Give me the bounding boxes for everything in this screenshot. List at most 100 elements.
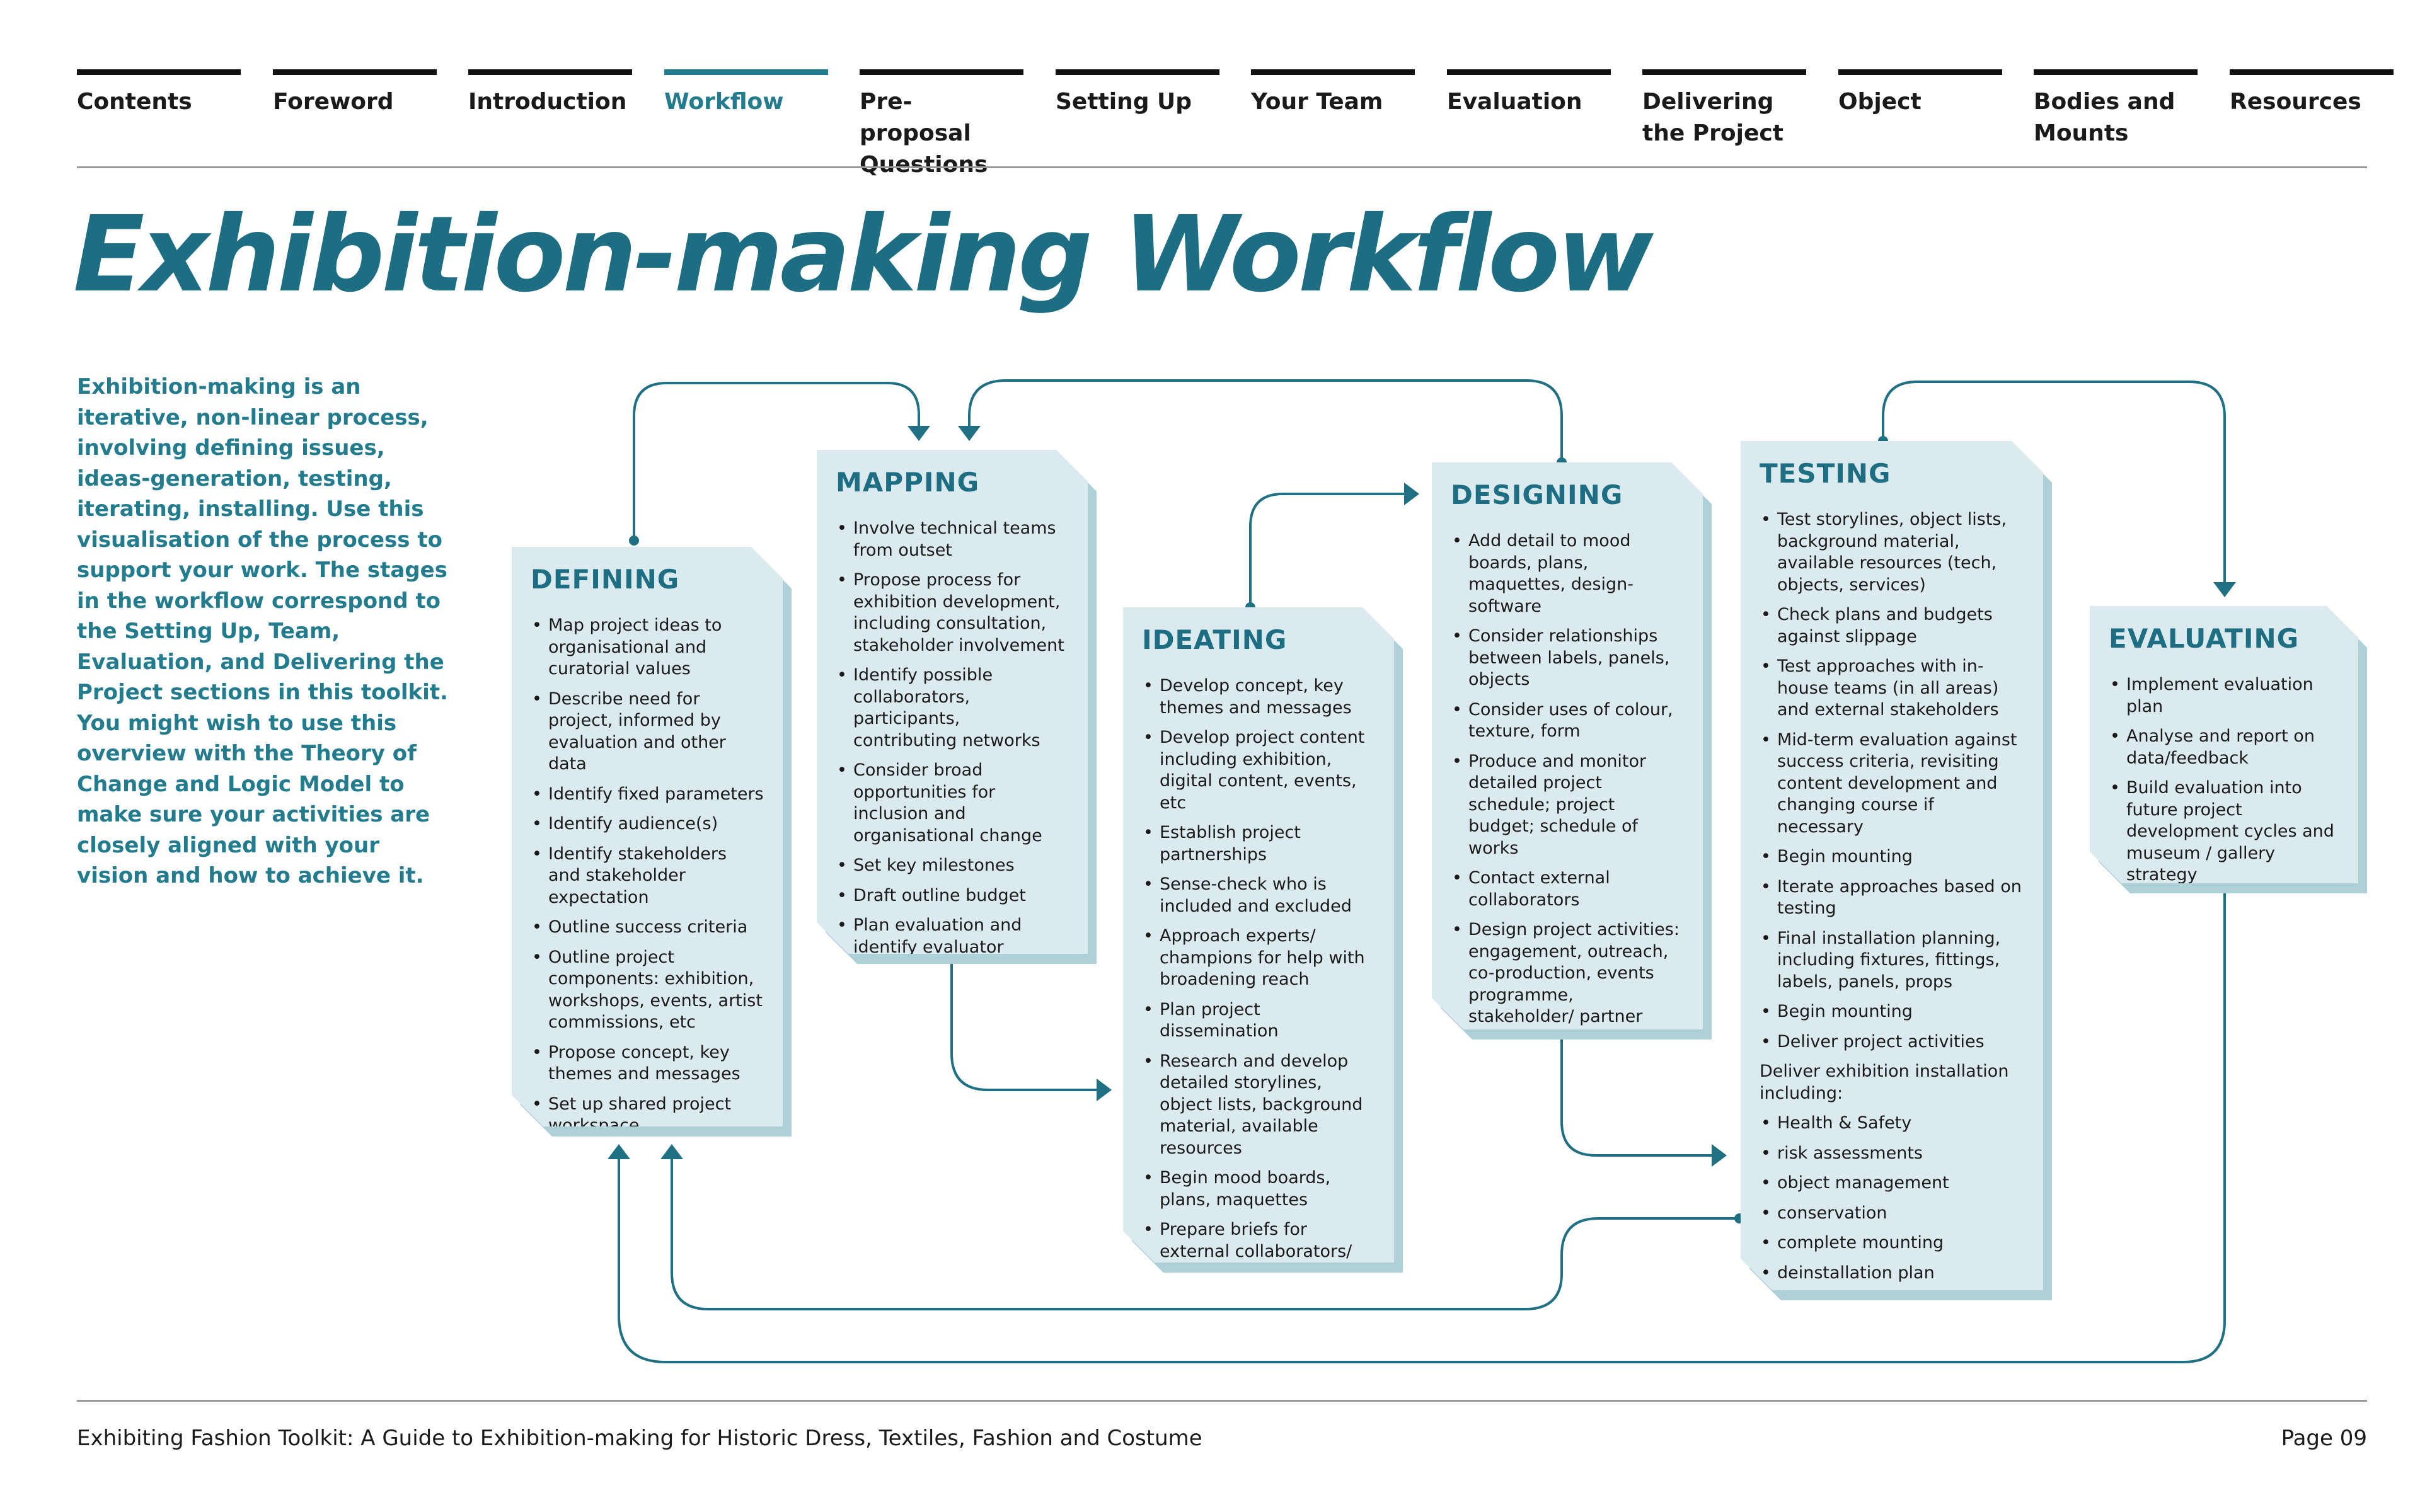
list-item: Iterate approaches based on testing	[1760, 876, 2024, 920]
footer-title: Exhibiting Fashion Toolkit: A Guide to E…	[77, 1426, 1202, 1451]
nav-tab-pre-proposal-questions[interactable]: Pre-proposal Questions	[860, 69, 1023, 181]
list-item: Begin mood boards, plans, maquettes	[1142, 1167, 1375, 1211]
list-item: object management	[1760, 1172, 2024, 1194]
list-item: Begin mounting	[1760, 846, 2024, 868]
list-item: Research and develop detailed storylines…	[1142, 1051, 1375, 1160]
list-item: Establish project partnerships	[1142, 822, 1375, 866]
list-item: Set key milestones	[836, 855, 1069, 877]
list-item: Plan evaluation and identify evaluator	[836, 915, 1069, 958]
stage-title: DESIGNING	[1451, 479, 1623, 510]
list-item: Deliver project activities	[1760, 1031, 2024, 1053]
arrowhead	[608, 1144, 630, 1159]
stage-items: Develop concept, key themes and messages…	[1142, 675, 1375, 1285]
list-item: Consider relationships between labels, p…	[1451, 626, 1684, 691]
nav-divider	[77, 166, 2367, 168]
list-item: Test storylines, object lists, backgroun…	[1760, 509, 2024, 596]
list-item: Consider broad opportunities for inclusi…	[836, 760, 1069, 847]
page-number: Page 09	[2281, 1426, 2367, 1451]
stage-mapping: MAPPING Involve technical teams from out…	[817, 450, 1088, 954]
list-item: Involve technical teams from outset	[836, 518, 1069, 561]
connector-evaluating-to-defining	[618, 882, 2226, 1363]
list-item: Propose process for exhibition developme…	[836, 570, 1069, 656]
arrowhead	[2213, 582, 2236, 597]
stage-title: EVALUATING	[2109, 623, 2300, 654]
list-item: Propose concept, key themes and messages	[531, 1042, 764, 1085]
intro-paragraph: Exhibition-making is an iterative, non-l…	[77, 374, 448, 888]
list-item: Build evaluation into future project dev…	[2109, 777, 2339, 886]
stage-defining: DEFINING Map project ideas to organisati…	[512, 547, 783, 1126]
connector-testing-to-evaluating	[1882, 381, 2226, 583]
nav-tab-evaluation[interactable]: Evaluation	[1447, 69, 1611, 118]
arrowhead	[660, 1144, 683, 1159]
nav-tab-bodies-and-mounts[interactable]: Bodies and Mounts	[2034, 69, 2198, 149]
nav-tab-resources[interactable]: Resources	[2230, 69, 2394, 118]
connector-mapping-to-ideating	[950, 958, 1099, 1091]
page-title: Exhibition-making Workflow	[73, 194, 1654, 316]
nav-tab-contents[interactable]: Contents	[77, 69, 241, 118]
nav-tab-object[interactable]: Object	[1838, 69, 2002, 118]
list-item: Consider uses of colour, texture, form	[1451, 699, 1684, 743]
nav-tab-delivering-the-project[interactable]: Delivering the Project	[1642, 69, 1806, 149]
connector-testing-to-defining	[671, 1159, 1739, 1310]
nav-tab-introduction[interactable]: Introduction	[468, 69, 632, 118]
list-item: deinstallation plan	[1760, 1263, 2024, 1285]
list-item: Develop project content including exhibi…	[1142, 727, 1375, 814]
list-item: Plan project dissemination	[1142, 999, 1375, 1043]
nav-tab-workflow[interactable]: Workflow	[664, 69, 828, 118]
nav-tab-foreword[interactable]: Foreword	[273, 69, 437, 118]
nav-tab-setting-up[interactable]: Setting Up	[1056, 69, 1219, 118]
stage-designing: DESIGNING Add detail to mood boards, pla…	[1432, 462, 1703, 1029]
list-item: Map project ideas to organisational and …	[531, 615, 764, 680]
arrowhead	[1097, 1079, 1112, 1101]
arrowhead	[908, 426, 930, 441]
stage-title: DEFINING	[531, 564, 680, 595]
list-item: conservation	[1760, 1203, 2024, 1225]
connector-defining-to-mapping	[633, 382, 920, 542]
list-item: Final installation planning, including f…	[1760, 928, 2024, 994]
top-navigation: Contents Foreword Introduction Workflow Pre-…	[77, 69, 2394, 178]
stage-items: Add detail to mood boards, plans, maquet…	[1451, 530, 1684, 1050]
list-item: Health & Safety	[1760, 1113, 2024, 1135]
stage-ideating: IDEATING Develop concept, key themes and…	[1123, 607, 1394, 1263]
list-item: complete mounting	[1760, 1232, 2024, 1254]
stage-title: IDEATING	[1142, 624, 1288, 655]
arrowhead	[1712, 1144, 1727, 1167]
arrowhead	[958, 426, 981, 441]
list-item: Check plans and budgets against slippage	[1760, 604, 2024, 648]
list-item: Develop concept, key themes and messages	[1142, 675, 1375, 719]
list-item: Mid-term evaluation against success crit…	[1760, 730, 2024, 839]
stage-evaluating: EVALUATING Implement evaluation planAnal…	[2090, 606, 2358, 883]
list-item: risk assessments	[1760, 1143, 2024, 1165]
list-item: Describe need for project, informed by e…	[531, 689, 764, 776]
stage-items: Map project ideas to organisational and …	[531, 615, 764, 1137]
arrowhead	[1404, 483, 1419, 505]
connector-designing-to-mapping	[968, 379, 1563, 462]
connector-ideating-to-designing	[1249, 493, 1407, 607]
list-item: Draft outline budget	[836, 885, 1069, 907]
list-item: Contact external collaborators	[1451, 868, 1684, 911]
list-item: Analyse and report on data/feedback	[2109, 726, 2339, 769]
list-item: Begin mounting	[1760, 1001, 2024, 1023]
list-item: Identify fixed parameters	[531, 784, 764, 806]
list-item: Implement evaluation plan	[2109, 674, 2339, 718]
list-item: Approach experts/ champions for help wit…	[1142, 925, 1375, 991]
connector-designing-to-testing	[1560, 1023, 1714, 1157]
list-item: Outline project components: exhibition, …	[531, 947, 764, 1034]
stage-subhead: Deliver exhibition installation includin…	[1760, 1062, 2009, 1103]
list-item: Identify stakeholders and stakeholder ex…	[531, 844, 764, 909]
list-item: Add detail to mood boards, plans, maquet…	[1451, 530, 1684, 617]
stage-subitems: Health & Safety risk assessments object ma…	[1760, 1113, 2024, 1284]
footer-divider	[77, 1400, 2367, 1402]
list-item: Sense-check who is included and excluded	[1142, 874, 1375, 917]
nav-tab-your-team[interactable]: Your Team	[1251, 69, 1415, 118]
list-item: Identify possible collaborators, partici…	[836, 665, 1069, 752]
stage-items: Involve technical teams from outsetPropo…	[836, 518, 1069, 958]
stage-items: Test storylines, object lists, backgroun…	[1760, 509, 2024, 1053]
stage-title: MAPPING	[836, 467, 980, 498]
list-item: Outline success criteria	[531, 917, 764, 939]
list-item: Produce and monitor detailed project sch…	[1451, 751, 1684, 860]
list-item: Identify audience(s)	[531, 813, 764, 835]
stage-items: Implement evaluation planAnalyse and rep…	[2109, 674, 2339, 886]
list-item: Test approaches with in-house teams (in …	[1760, 656, 2024, 721]
stage-title: TESTING	[1760, 458, 1891, 489]
